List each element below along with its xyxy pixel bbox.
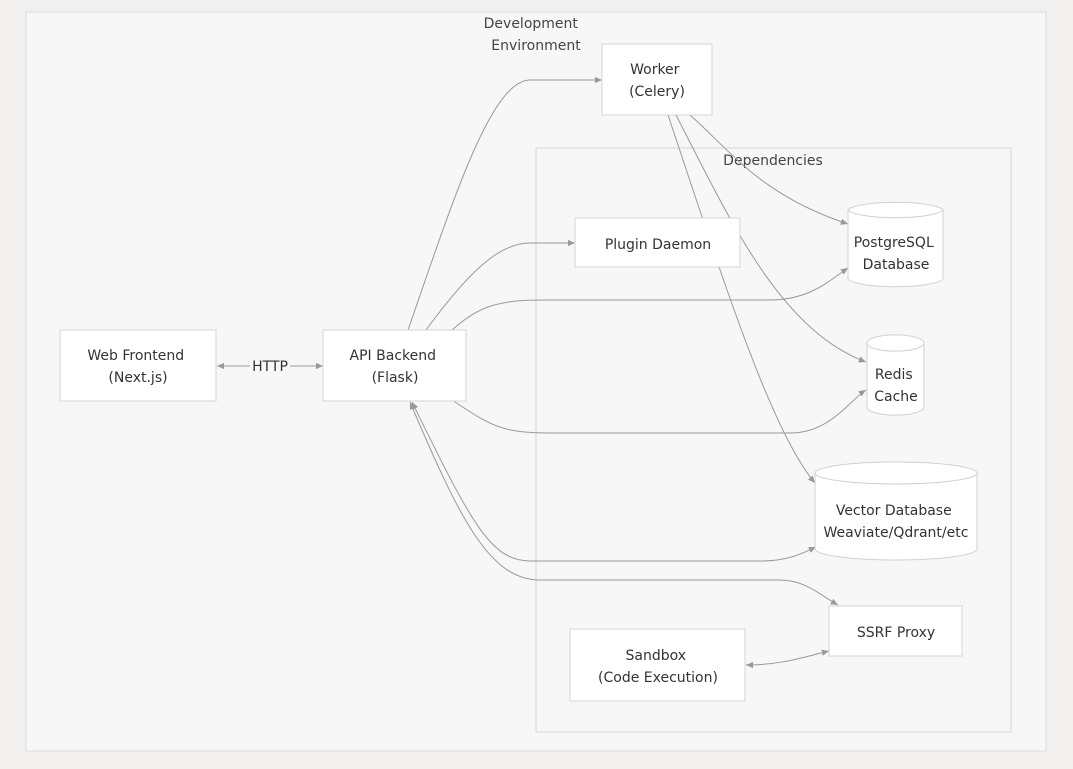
edge-api-worker [407,76,602,331]
svg-text:Vector Database Weaviate: Vector Database Weaviate/Qdrant/etc [824,503,969,541]
node-postgres-database[interactable]: PostgreSQL Database [847,201,944,288]
node-redis-line1: Redis [875,367,913,383]
node-api-backend-line2: (Flask) [372,370,419,386]
node-sandbox-line2: (Code Execution) [598,670,718,686]
node-worker[interactable]: Worker (Celery) [601,43,713,116]
node-ssrf-proxy[interactable]: SSRF Proxy [828,605,963,657]
node-web-frontend-line1: Web Frontend [87,348,184,364]
svg-text:Redis Cache: Redis Cache [874,367,918,405]
edges: HTTP [217,76,867,669]
edge-worker-redis [675,114,867,363]
node-redis-cache[interactable]: Redis Cache [866,334,925,416]
node-web-frontend-line2: (Next.js) [108,370,167,386]
node-plugin-daemon-label: Plugin Daemon [605,237,711,253]
edge-api-postgres [451,267,849,331]
cluster-dependencies-label: Dependencies [723,153,823,169]
svg-text:PostgreSQL Database: PostgreSQL Database [854,235,938,273]
node-vector-db-line2: Weaviate/Qdrant/etc [824,525,969,541]
node-postgres-line1: PostgreSQL [854,235,934,251]
node-worker-line1: Worker [630,62,680,78]
node-web-frontend[interactable]: Web Frontend (Next.js) [59,329,217,402]
edge-api-plugin-daemon [425,239,575,331]
node-plugin-daemon[interactable]: Plugin Daemon [574,217,741,268]
node-sandbox-line1: Sandbox [626,648,687,664]
edge-web-api-label: HTTP [252,359,288,375]
node-api-backend[interactable]: API Backend (Flask) [322,329,467,402]
svg-text:Web Frontend (Next.js): Web Frontend (Next.js) [87,348,188,386]
svg-text:API Backend (Flask): API Backend (Flask) [350,348,441,386]
edge-web-api-label-bg [250,356,290,376]
node-worker-line2: (Celery) [629,84,685,100]
node-ssrf-proxy-label: SSRF Proxy [857,625,935,641]
node-vector-db-line1: Vector Database [836,503,952,519]
node-sandbox[interactable]: Sandbox (Code Execution) [569,628,746,702]
svg-text:Worker (Celery): Worker (Celery) [629,62,685,100]
node-redis-line2: Cache [874,389,918,405]
cluster-development-environment-label: Development Environment [484,16,583,54]
edge-worker-vector-db [667,114,816,484]
node-postgres-line2: Database [863,257,930,273]
edge-worker-postgres [689,114,849,225]
edge-sandbox-ssrf-proxy [745,649,830,669]
node-vector-database[interactable]: Vector Database Weaviate/Qdrant/etc [814,461,978,561]
node-api-backend-line1: API Backend [350,348,436,364]
svg-text:Sandbox (Code Execution): Sandbox (Code Execution) [598,648,718,686]
edge-api-ssrf-proxy [409,401,839,606]
